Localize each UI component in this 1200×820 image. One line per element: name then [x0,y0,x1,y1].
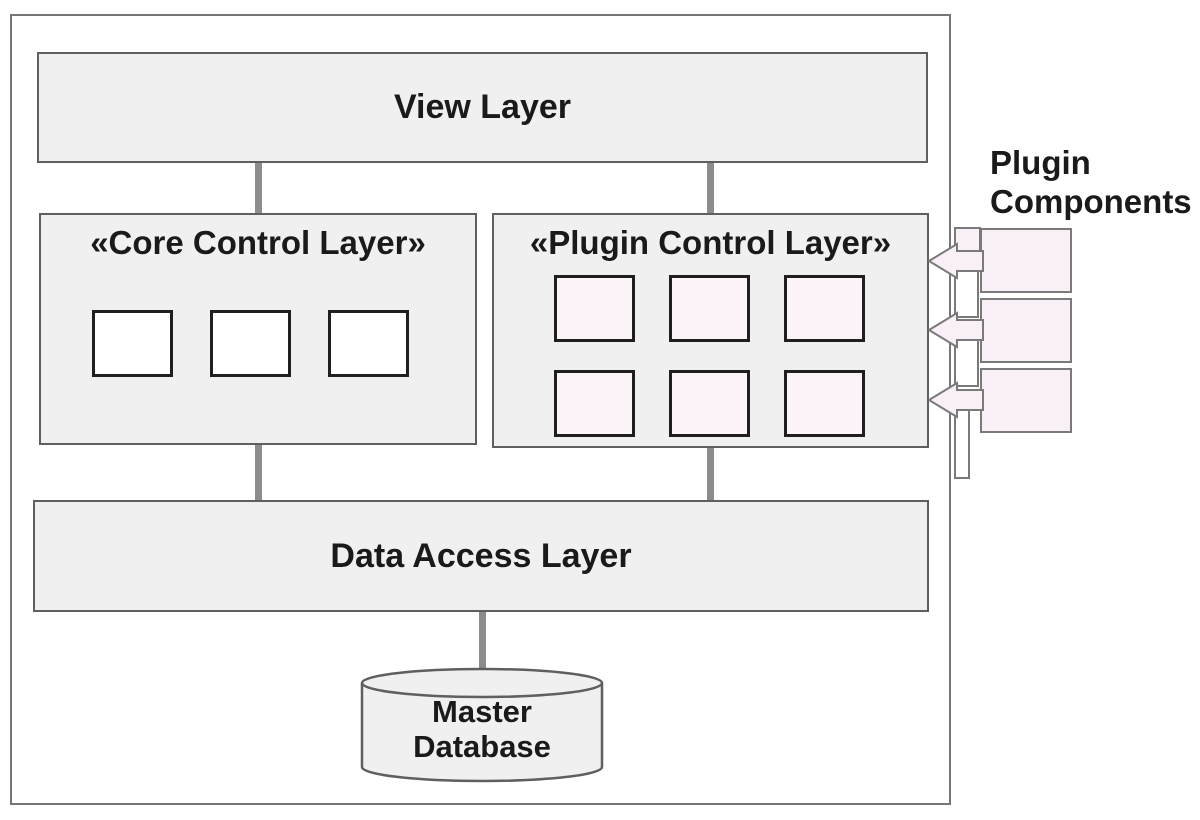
plugin-component-box [980,228,1072,293]
database-label: Master Database [362,694,602,764]
plugin-module-box [784,370,865,437]
connector-data-database [479,611,486,668]
core-control-layer-label: «Core Control Layer» [90,224,426,261]
plugin-module-box [554,275,635,342]
plugin-control-layer-label: «Plugin Control Layer» [529,224,892,261]
data-access-layer: Data Access Layer [33,500,929,612]
connector-plugin-data [707,447,714,501]
plugin-arrows [927,227,984,479]
arrow-tail-mid-2 [954,338,979,387]
plugin-component-box [980,368,1072,433]
plugin-module-box [669,370,750,437]
connector-view-core [255,162,262,214]
plugin-module-box [554,370,635,437]
arrow-tail-bottom [954,407,970,479]
database-label-line1: Master [432,694,532,729]
arrow-tail-mid-1 [954,268,979,318]
plugin-module-box [669,275,750,342]
plugin-components-label: Plugin Components [990,143,1200,221]
left-arrow-icon [927,381,984,419]
view-layer-label: View Layer [393,88,572,126]
core-module-box [328,310,409,377]
left-arrow-icon [927,311,984,349]
plugin-module-box [784,275,865,342]
core-module-box [92,310,173,377]
plugin-control-layer: «Plugin Control Layer» [492,213,929,448]
database-label-line2: Database [413,729,551,764]
core-control-layer: «Core Control Layer» [39,213,477,445]
plugin-module-group [554,275,865,437]
plugin-component-box [980,298,1072,363]
view-layer: View Layer [37,52,928,163]
left-arrow-icon [927,242,984,280]
connector-view-plugin [707,162,714,214]
plugin-component-group [980,228,1072,433]
plugin-components-label-line2: Components [990,183,1192,220]
connector-core-data [255,444,262,501]
arrow-tail-top [954,227,981,253]
core-module-box [210,310,291,377]
plugin-components-label-line1: Plugin [990,144,1091,181]
data-access-layer-label: Data Access Layer [330,536,632,575]
database-cylinder-icon [360,666,604,784]
core-module-group [92,310,409,377]
